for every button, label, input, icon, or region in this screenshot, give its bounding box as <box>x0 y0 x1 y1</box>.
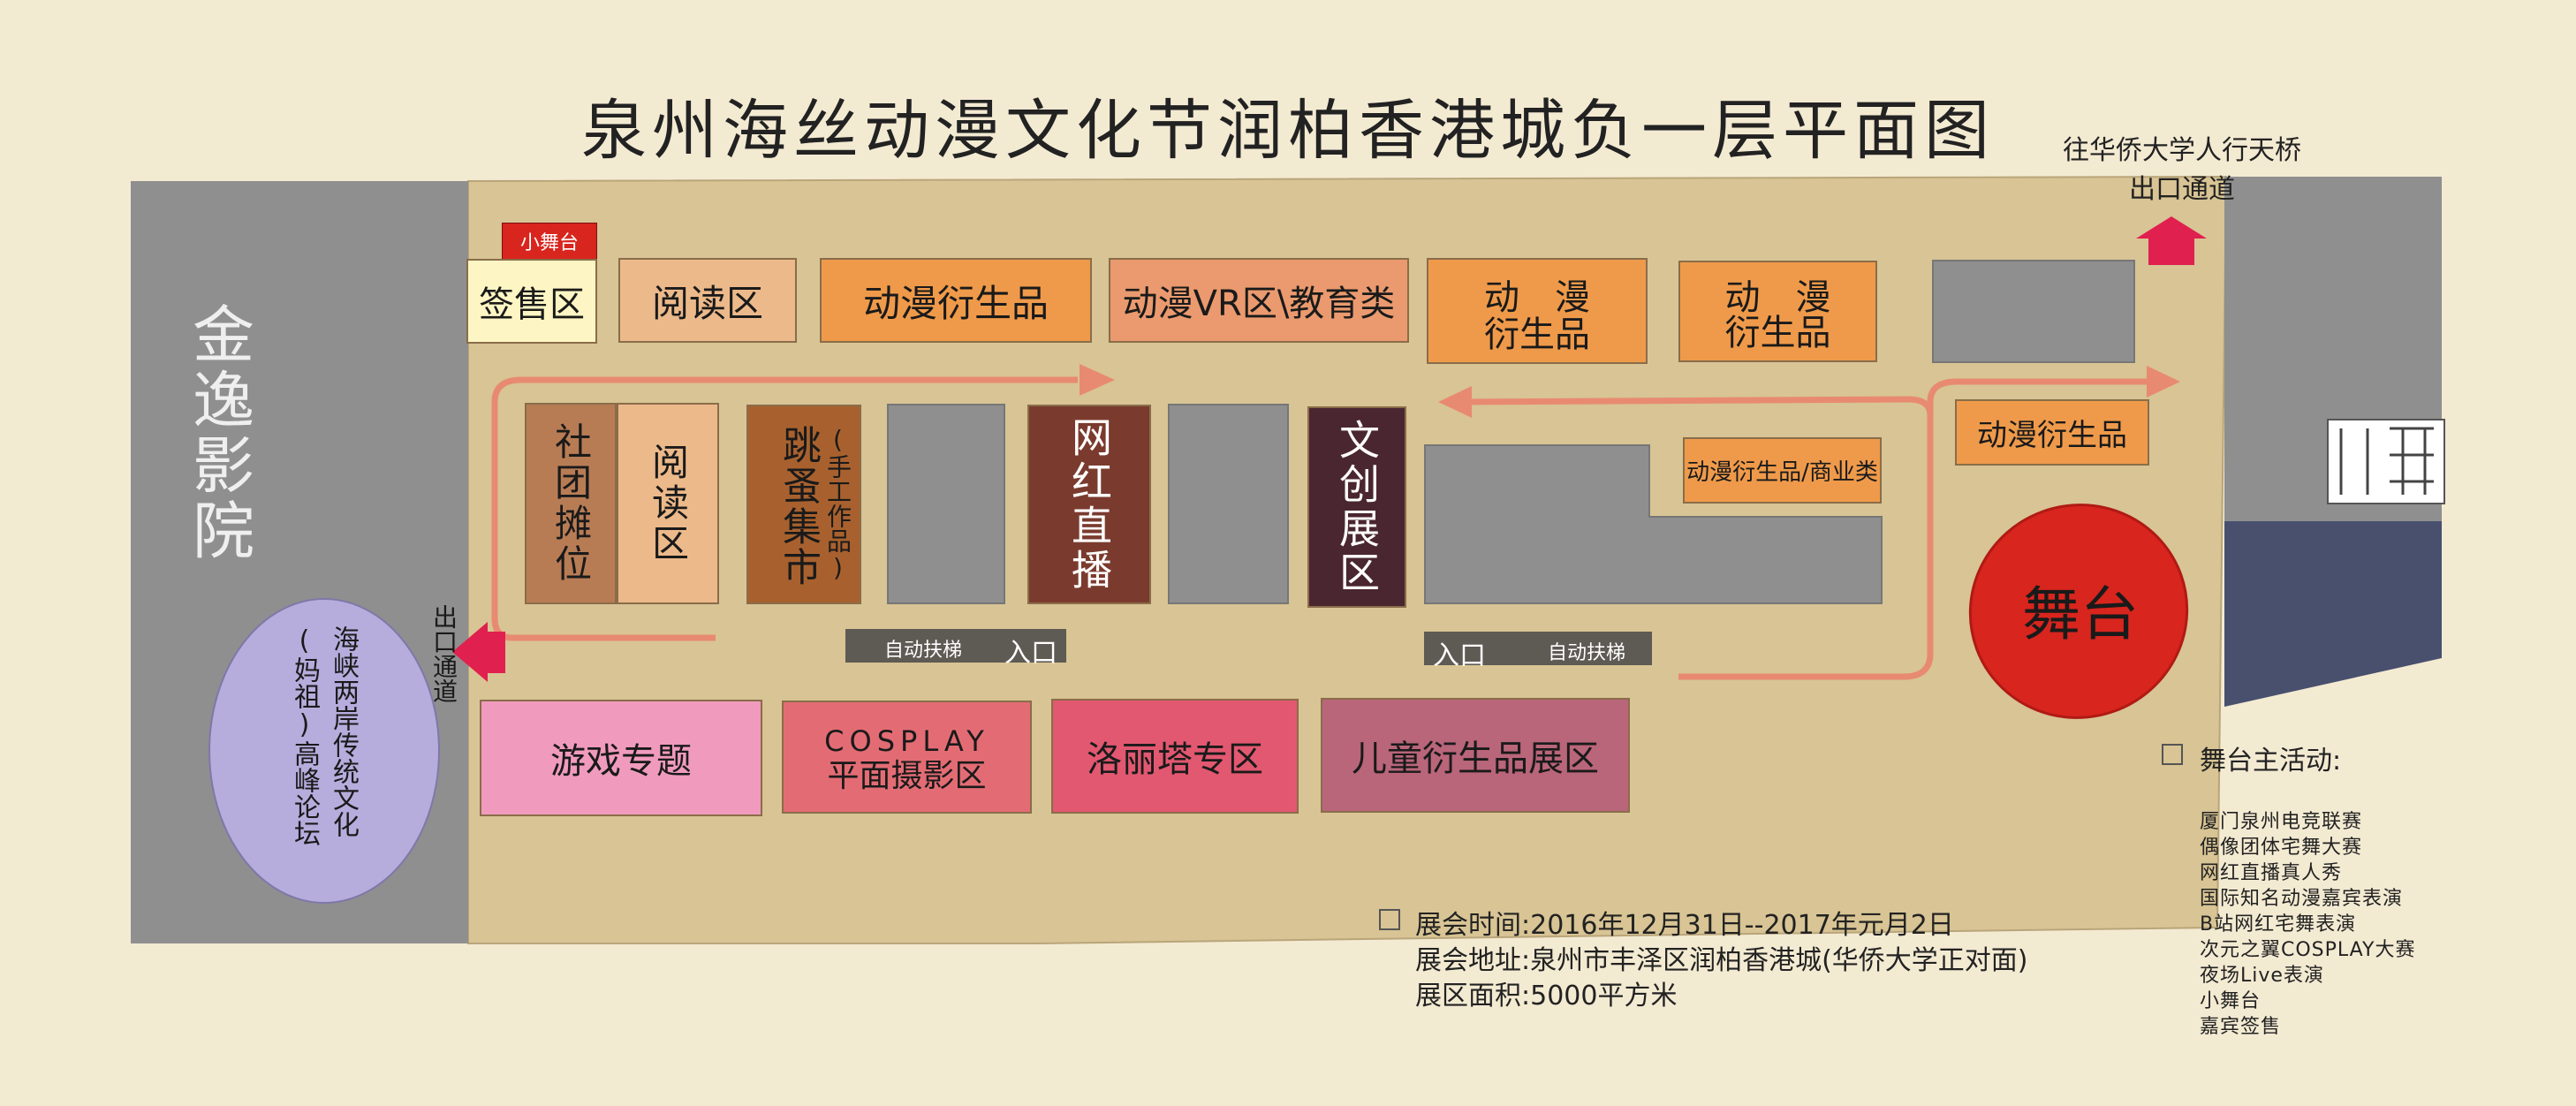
activity-item: 嘉宾签售 <box>2200 1016 2282 1038</box>
zone-vr-edu: 动漫VR区\教育类 <box>1109 258 1409 343</box>
zone-flea: 跳蚤集市 (手工作品) <box>746 405 861 604</box>
gray-block-1 <box>887 404 1005 604</box>
zone-merch-right: 动漫衍生品 <box>1955 399 2149 466</box>
zone-lolita: 洛丽塔专区 <box>1051 699 1299 814</box>
zone-merch-3-line-1: 动 漫 <box>1724 277 1831 318</box>
escalator-left-label: 自动扶梯 <box>884 640 963 662</box>
map-title: 泉州海丝动漫文化节润柏香港城负一层平面图 <box>581 93 1995 169</box>
zone-merch-commercial: 动漫衍生品/商业类 <box>1683 437 1882 504</box>
exit-top-line-1: 往华侨大学人行天桥 <box>2063 135 2301 166</box>
stage-label: 舞台 <box>2022 580 2139 648</box>
zone-clubs: 社团摊位 <box>525 403 617 604</box>
info-address: 展会地址:泉州市丰泽区润柏香港城(华侨大学正对面) <box>1415 945 2028 976</box>
activity-item: 夜场Live表演 <box>2200 965 2324 987</box>
activity-item: 国际知名动漫嘉宾表演 <box>2200 888 2404 910</box>
forum-line-1: 海峡两岸传统文化 <box>328 625 359 837</box>
gray-block-2 <box>1168 404 1289 604</box>
right-building-bottom <box>2224 521 2442 707</box>
zone-live: 网红直播 <box>1027 405 1151 604</box>
activity-item: 网红直播真人秀 <box>2200 862 2343 884</box>
zone-flea-note: (手工作品) <box>823 425 852 582</box>
escalator-left-entrance: 入口 <box>1004 638 1057 669</box>
inset-lines <box>2339 427 2434 495</box>
zone-cosplay-line-2: 平面摄影区 <box>827 758 987 794</box>
zone-ticket: 签售区 <box>466 259 597 344</box>
stage-ellipse <box>1968 504 2189 719</box>
zone-merch-2-line-2: 衍生品 <box>1484 314 1590 355</box>
route-arrowheads <box>1080 364 2180 418</box>
forum-ellipse <box>208 598 440 904</box>
info-checkbox <box>1379 909 1400 930</box>
escalator-right-entrance: 入口 <box>1433 640 1486 671</box>
activity-item: 偶像团体宅舞大赛 <box>2200 837 2363 859</box>
zone-merch-2: 动 漫 衍生品 <box>1427 258 1648 364</box>
small-stage-label: 小舞台 <box>502 223 597 260</box>
forum-label: 海峡两岸传统文化 (妈祖)高峰论坛 <box>267 625 382 882</box>
exit-top-arrow <box>2136 216 2207 265</box>
exit-top-line-2: 出口通道 <box>2129 174 2235 205</box>
activity-item: B站网红宅舞表演 <box>2200 913 2357 936</box>
zone-merch-3: 动 漫 衍生品 <box>1678 261 1877 362</box>
exit-left-label: 出口通道 <box>429 604 458 703</box>
zone-reading-mid: 阅读区 <box>617 403 719 604</box>
zone-games: 游戏专题 <box>480 700 762 816</box>
zone-cosplay-line-1: COSPLAY <box>824 724 989 758</box>
zone-kids: 儿童衍生品展区 <box>1321 698 1630 813</box>
escalator-left: 自动扶梯 入口 <box>845 629 1066 669</box>
escalator-right-label: 自动扶梯 <box>1548 642 1626 664</box>
activity-item: 厦门泉州电竞联赛 <box>2200 811 2363 833</box>
escalator-right: 入口 自动扶梯 <box>1424 632 1652 671</box>
activities-heading: 舞台主活动: <box>2200 746 2342 776</box>
activity-item: 次元之翼COSPLAY大赛 <box>2200 939 2416 961</box>
zone-flea-label: 跳蚤集市 <box>776 425 821 587</box>
forum-line-2: (妈祖)高峰论坛 <box>289 625 320 846</box>
exit-top-label: 往华侨大学人行天桥 出口通道 <box>2032 128 2332 205</box>
zone-merch-3-line-2: 衍生品 <box>1724 313 1831 353</box>
zone-reading-top: 阅读区 <box>618 258 797 343</box>
activities-checkbox <box>2162 744 2183 765</box>
zone-merch-1: 动漫衍生品 <box>820 258 1092 343</box>
gray-block-top-right <box>1932 260 2135 363</box>
gray-block-l <box>1424 444 1883 604</box>
info-time: 展会时间:2016年12月31日--2017年元月2日 <box>1415 910 1954 941</box>
zone-merch-2-line-1: 动 漫 <box>1484 277 1590 318</box>
exit-left-arrow <box>452 622 505 682</box>
floor-map-inset <box>2327 419 2445 504</box>
cinema-label: 金逸影院 <box>182 302 255 564</box>
zone-cosplay: COSPLAY 平面摄影区 <box>782 701 1032 814</box>
activity-item: 小舞台 <box>2200 990 2262 1012</box>
info-area: 展区面积:5000平方米 <box>1415 981 1678 1011</box>
zone-culture: 文创展区 <box>1307 406 1406 608</box>
